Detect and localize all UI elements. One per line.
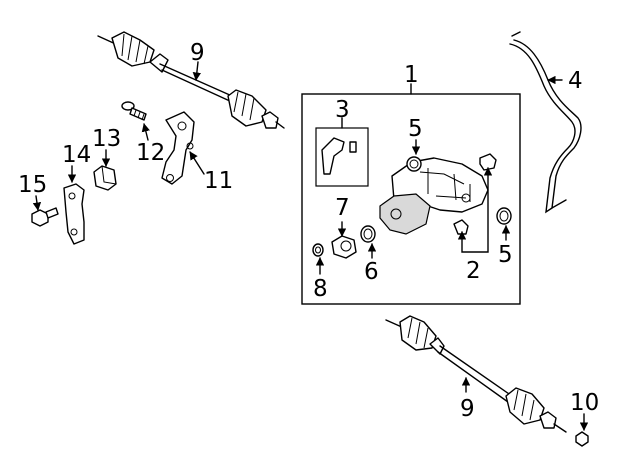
vent-hose-4 — [509, 31, 582, 214]
callout-5-upper: 5 — [408, 116, 423, 142]
callout-3: 3 — [335, 97, 350, 123]
callout-9-upper: 9 — [190, 40, 205, 66]
lower-half-shaft — [385, 315, 567, 433]
callout-5-right: 5 — [498, 242, 513, 268]
bracket-11 — [161, 111, 195, 185]
leader-lines — [32, 61, 589, 431]
callout-15: 15 — [18, 172, 47, 198]
bracket-14 — [63, 183, 85, 245]
callout-1: 1 — [404, 62, 419, 88]
bolt-12 — [121, 101, 147, 121]
callout-9-lower: 9 — [460, 396, 475, 422]
callout-7: 7 — [335, 195, 350, 221]
callout-13: 13 — [92, 126, 121, 152]
callout-11: 11 — [204, 168, 233, 194]
bushing-13 — [93, 165, 117, 191]
callout-12: 12 — [136, 140, 165, 166]
bolt-15 — [31, 207, 59, 227]
nut-10 — [575, 431, 589, 447]
callout-2: 2 — [466, 258, 481, 284]
upper-half-shaft — [97, 31, 285, 129]
callout-labels: 1 2 3 4 5 5 6 7 8 9 9 10 11 12 13 14 15 — [18, 40, 599, 422]
callout-4: 4 — [568, 68, 583, 94]
callout-10: 10 — [570, 390, 599, 416]
differential-box — [301, 93, 521, 305]
callout-8: 8 — [313, 276, 328, 302]
callout-6: 6 — [364, 259, 379, 285]
callout-14: 14 — [62, 142, 91, 168]
